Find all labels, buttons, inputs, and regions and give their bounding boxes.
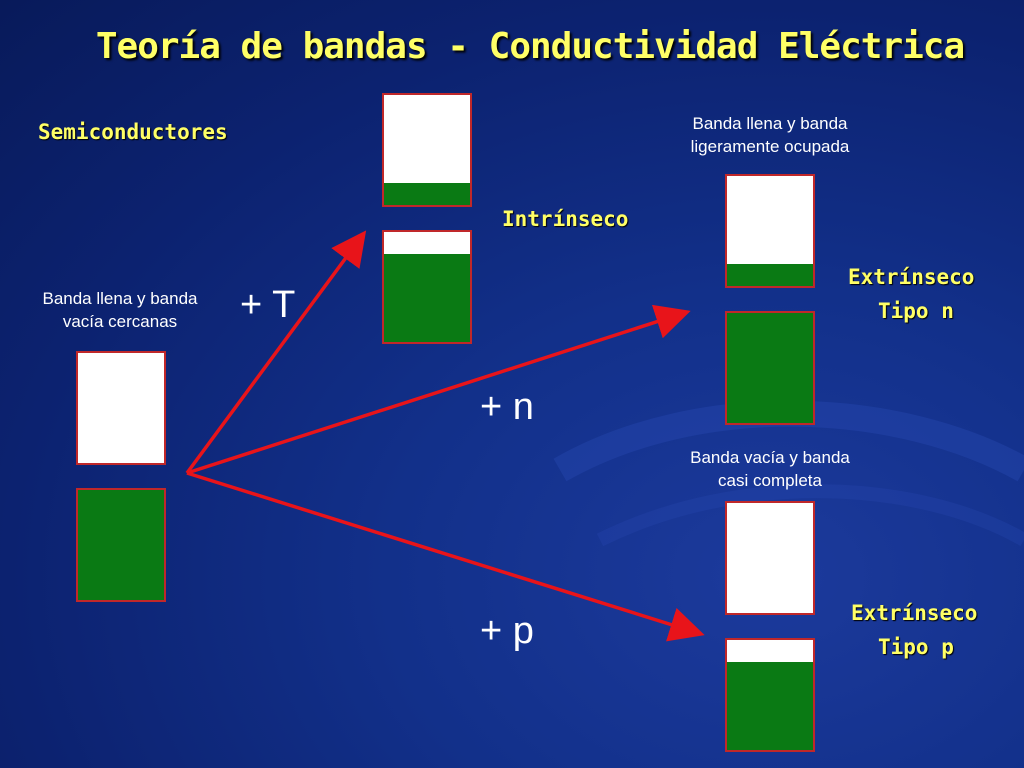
- p-type-caption-line2: casi completa: [718, 471, 822, 490]
- p-type-lower-band: [725, 638, 815, 752]
- n-type-upper-band: [725, 174, 815, 288]
- intrinsic-upper-band-fill: [384, 183, 470, 205]
- p-type-caption: Banda vacía y banda casi completa: [660, 446, 880, 492]
- origin-caption-line1: Banda llena y banda: [42, 289, 198, 308]
- intrinsic-upper-band: [382, 93, 472, 207]
- semiconductores-label: Semiconductores: [38, 120, 228, 144]
- origin-caption: Banda llena y banda vacía cercanas: [20, 287, 220, 333]
- origin-lower-band-fill: [78, 490, 164, 600]
- page-title: Teoría de bandas - Conductividad Eléctri…: [95, 26, 965, 67]
- origin-lower-band: [76, 488, 166, 602]
- p-type-upper-band: [725, 501, 815, 615]
- p-type-caption-line1: Banda vacía y banda: [690, 448, 850, 467]
- n-type-upper-band-fill: [727, 264, 813, 286]
- n-type-lower-band-fill: [727, 313, 813, 423]
- extrinseco-n-label-line2: Tipo n: [878, 299, 954, 323]
- extrinseco-n-label-line1: Extrínseco: [848, 265, 975, 289]
- intrinseco-label: Intrínseco: [502, 207, 629, 231]
- n-type-caption: Banda llena y banda ligeramente ocupada: [660, 112, 880, 158]
- origin-caption-line2: vacía cercanas: [62, 312, 178, 331]
- n-type-caption-line1: Banda llena y banda: [692, 114, 848, 133]
- n-type-lower-band: [725, 311, 815, 425]
- extrinseco-p-label-line1: Extrínseco: [851, 601, 978, 625]
- n-doping-arrow: [186, 304, 691, 475]
- origin-upper-band: [76, 351, 166, 465]
- temperature-arrow-label: + T: [240, 284, 296, 326]
- intrinsic-lower-band: [382, 230, 472, 344]
- p-type-lower-band-fill: [727, 662, 813, 750]
- p-doping-arrow: [186, 471, 705, 642]
- p-doping-arrow-label: + p: [480, 610, 534, 652]
- n-type-caption-line2: ligeramente ocupada: [690, 137, 850, 156]
- extrinseco-p-label-line2: Tipo p: [878, 635, 954, 659]
- intrinsic-lower-band-fill: [384, 254, 470, 342]
- temperature-arrow: [185, 230, 367, 475]
- n-doping-arrow-label: + n: [480, 386, 534, 428]
